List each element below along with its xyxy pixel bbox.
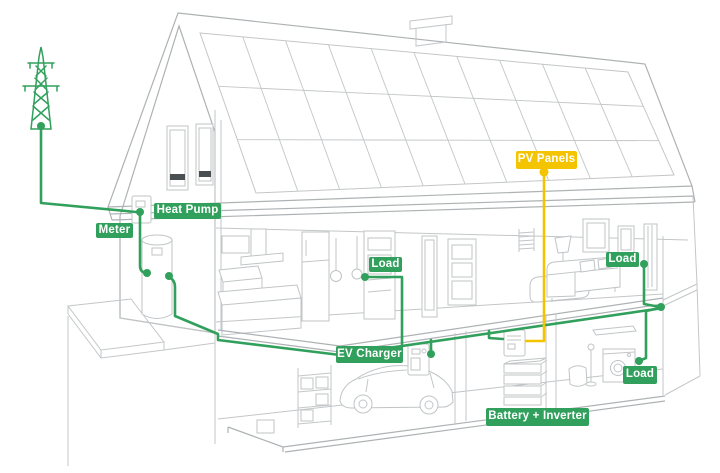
shower [585,343,597,387]
toilet [568,365,588,387]
grid-to-meter-wire [39,125,138,214]
right-wall [662,195,701,396]
label-load-basement: Load [623,366,657,384]
pv-wire [524,173,546,343]
doormat-box [256,419,275,434]
power-pylon-icon [22,46,60,130]
floor-slab [217,297,664,353]
ground-floor-interior [215,218,689,336]
label-meter: Meter [96,223,133,238]
battery-unit [503,357,548,406]
kitchen-load-wire [363,275,404,346]
pendant-light [330,270,342,282]
chimney [409,15,453,47]
pendant-light [351,268,363,280]
radiator-load-wire [642,262,662,309]
label-load-kitchen: Load [369,257,402,272]
ev-charger-unit [407,343,430,376]
towel-radiator [518,228,535,252]
roof [107,12,696,221]
label-pv-panels: PV Panels [516,151,577,169]
terrace [67,298,216,466]
inverter-unit [503,329,526,357]
basement-load-wire [637,306,662,363]
gable-wall [119,24,222,444]
living-room [546,218,658,302]
label-battery-inverter: Battery + Inverter [486,408,589,426]
wall-shelf [592,325,637,336]
solar-panel-grid [218,36,659,192]
oven-column [363,230,396,320]
wire-nodes [37,122,665,365]
storage-shelves [297,365,332,428]
gable-window [166,123,214,191]
sofa [546,256,621,302]
label-heat-pump: Heat Pump [154,203,221,219]
kitchen [217,228,396,336]
heat-pump-unit [141,234,173,319]
car [339,365,454,415]
inverter-wire [487,329,505,341]
label-ev-charger: EV Charger [336,346,403,363]
label-load-radiator: Load [606,252,639,267]
panel-radiator [643,223,658,291]
basement [217,313,666,453]
